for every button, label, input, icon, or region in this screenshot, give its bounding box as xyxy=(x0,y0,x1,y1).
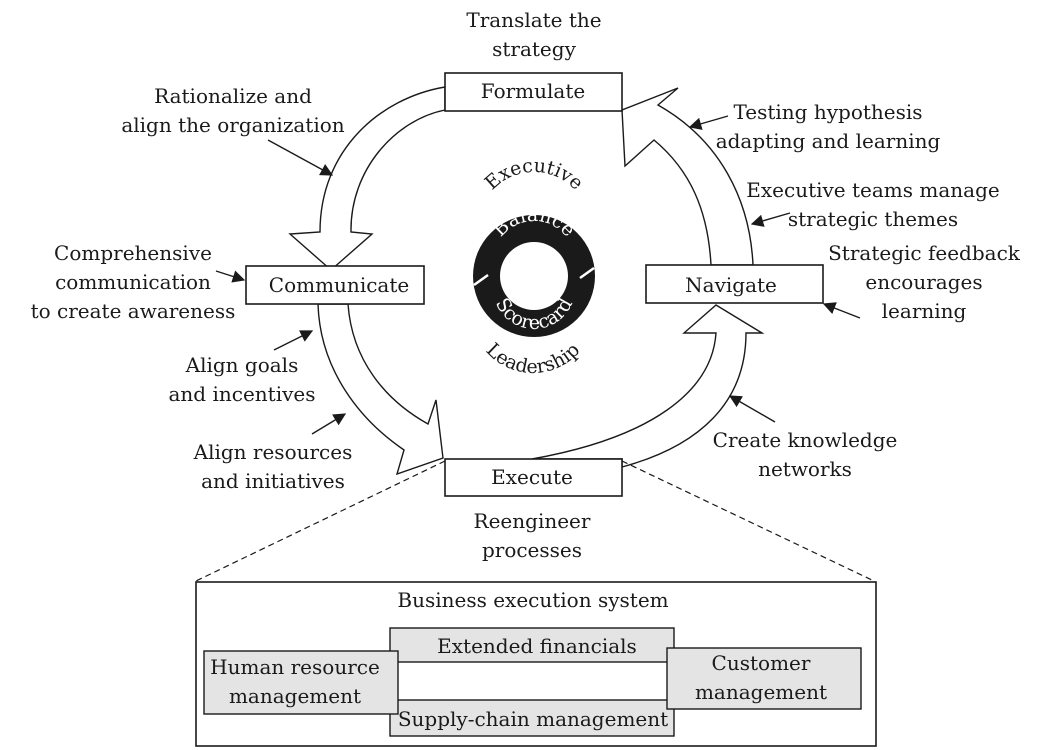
stage-execute: Execute xyxy=(444,458,623,497)
pointer-arrow-testing xyxy=(688,115,729,130)
pointer-arrow-align-goals xyxy=(273,330,314,351)
pointer-arrow-align-resources xyxy=(311,413,347,435)
stage-navigate-label: Navigate xyxy=(685,273,777,297)
stage-communicate: Communicate xyxy=(245,265,425,305)
pointer-arrow-rationalize xyxy=(267,139,334,176)
supply-chain-label: Supply-chain management xyxy=(398,707,668,731)
zoom-line-left xyxy=(195,460,446,582)
execution-system-title: Business execution system xyxy=(397,588,668,612)
stage-formulate: Formulate xyxy=(444,72,623,112)
cycle-arrow-navigate-formulate xyxy=(621,87,754,266)
logo-bottom-arc: Leadership xyxy=(482,339,584,378)
execution-system-panel: Business execution system Extended finan… xyxy=(195,581,877,747)
cycle-arrow-communicate-execute xyxy=(317,303,444,476)
extended-financials-label: Extended financials xyxy=(437,634,637,658)
stage-formulate-label: Formulate xyxy=(481,79,585,103)
logo-top-arc: Executive xyxy=(481,155,588,195)
supply-chain-box: Supply-chain management xyxy=(389,699,675,737)
extended-financials-box: Extended financials xyxy=(389,627,675,663)
pointer-arrow-exec-teams xyxy=(750,212,791,227)
pointer-arrow-comprehensive xyxy=(215,270,246,283)
bsc-logo: Executive Leadership Balance Scorecard xyxy=(473,155,595,378)
pointer-arrow-feedback xyxy=(822,302,861,319)
pointer-arrow-knowledge xyxy=(728,395,776,423)
logo-hole xyxy=(500,242,568,310)
stage-execute-label: Execute xyxy=(491,465,573,489)
zoom-line-right xyxy=(621,460,875,582)
stage-communicate-label: Communicate xyxy=(269,273,409,297)
cycle-arrow-formulate-communicate xyxy=(288,86,446,271)
stage-navigate: Navigate xyxy=(645,264,824,304)
cycle-arrow-execute-navigate xyxy=(531,304,765,468)
